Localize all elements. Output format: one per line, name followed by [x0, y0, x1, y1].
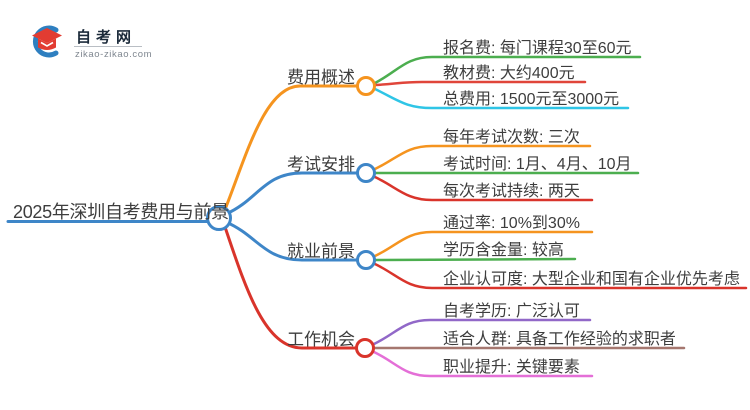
sub-line-textbook-fee: [373, 80, 587, 87]
branch-label-exam: 考试安排: [287, 155, 355, 174]
leaf-label-total-fee: 总费用: 1500元至3000元: [443, 91, 620, 108]
leaf-label-promotion: 职业提升: 关键要素: [443, 359, 580, 376]
leaf-label-degree-value: 学历含金量: 较高: [443, 242, 564, 259]
sub-line-recognition: [373, 262, 748, 290]
sub-line-pass-rate: [373, 230, 594, 258]
sub-line-exam-duration: [373, 175, 594, 202]
root-node-circle: [206, 205, 232, 231]
leaf-label-registration-fee: 报名费: 每门课程30至60元: [443, 40, 632, 57]
exam-node-circle: [356, 163, 376, 183]
sub-line-exam-times: [373, 144, 592, 171]
jobs-node-circle: [355, 338, 375, 358]
branch-line-career: [224, 220, 360, 262]
site-logo: 自考网 zikao-zikao.com: [28, 22, 158, 64]
branch-line-jobs: [222, 222, 359, 350]
leaf-label-exam-times: 每年考试次数: 三次: [443, 129, 580, 146]
leaf-label-pass-rate: 通过率: 10%到30%: [443, 215, 580, 232]
branch-label-fees: 费用概述: [287, 68, 355, 87]
sub-line-total-fee: [373, 87, 630, 110]
leaf-label-diploma: 自考学历: 广泛认可: [443, 303, 580, 320]
leaf-label-suitable: 适合人群: 具备工作经验的求职者: [443, 331, 676, 348]
sub-line-registration-fee: [373, 55, 642, 85]
branch-label-jobs: 工作机会: [287, 330, 355, 349]
leaf-label-textbook-fee: 教材费: 大约400元: [443, 65, 575, 82]
site-name: 自考网: [76, 29, 137, 46]
site-url: zikao-zikao.com: [75, 49, 153, 60]
fees-node-circle: [356, 76, 376, 96]
branch-label-career: 就业前景: [287, 242, 355, 261]
leaf-label-exam-duration: 每次考试持续: 两天: [443, 183, 580, 200]
career-node-circle: [356, 250, 376, 270]
leaf-label-exam-months: 考试时间: 1月、4月、10月: [443, 156, 632, 173]
sub-line-promotion: [372, 350, 594, 378]
root-topic-label: 2025年深圳自考费用与前景: [13, 202, 229, 222]
branch-line-exam: [224, 171, 360, 216]
logo-divider: [74, 46, 142, 47]
leaf-label-recognition: 企业认可度: 大型企业和国有企业优先考虑: [443, 271, 740, 288]
sub-line-degree-value: [373, 257, 577, 262]
graduation-cap-logo-icon: [32, 25, 62, 58]
branch-line-fees: [222, 84, 360, 214]
sub-line-diploma: [372, 318, 592, 346]
